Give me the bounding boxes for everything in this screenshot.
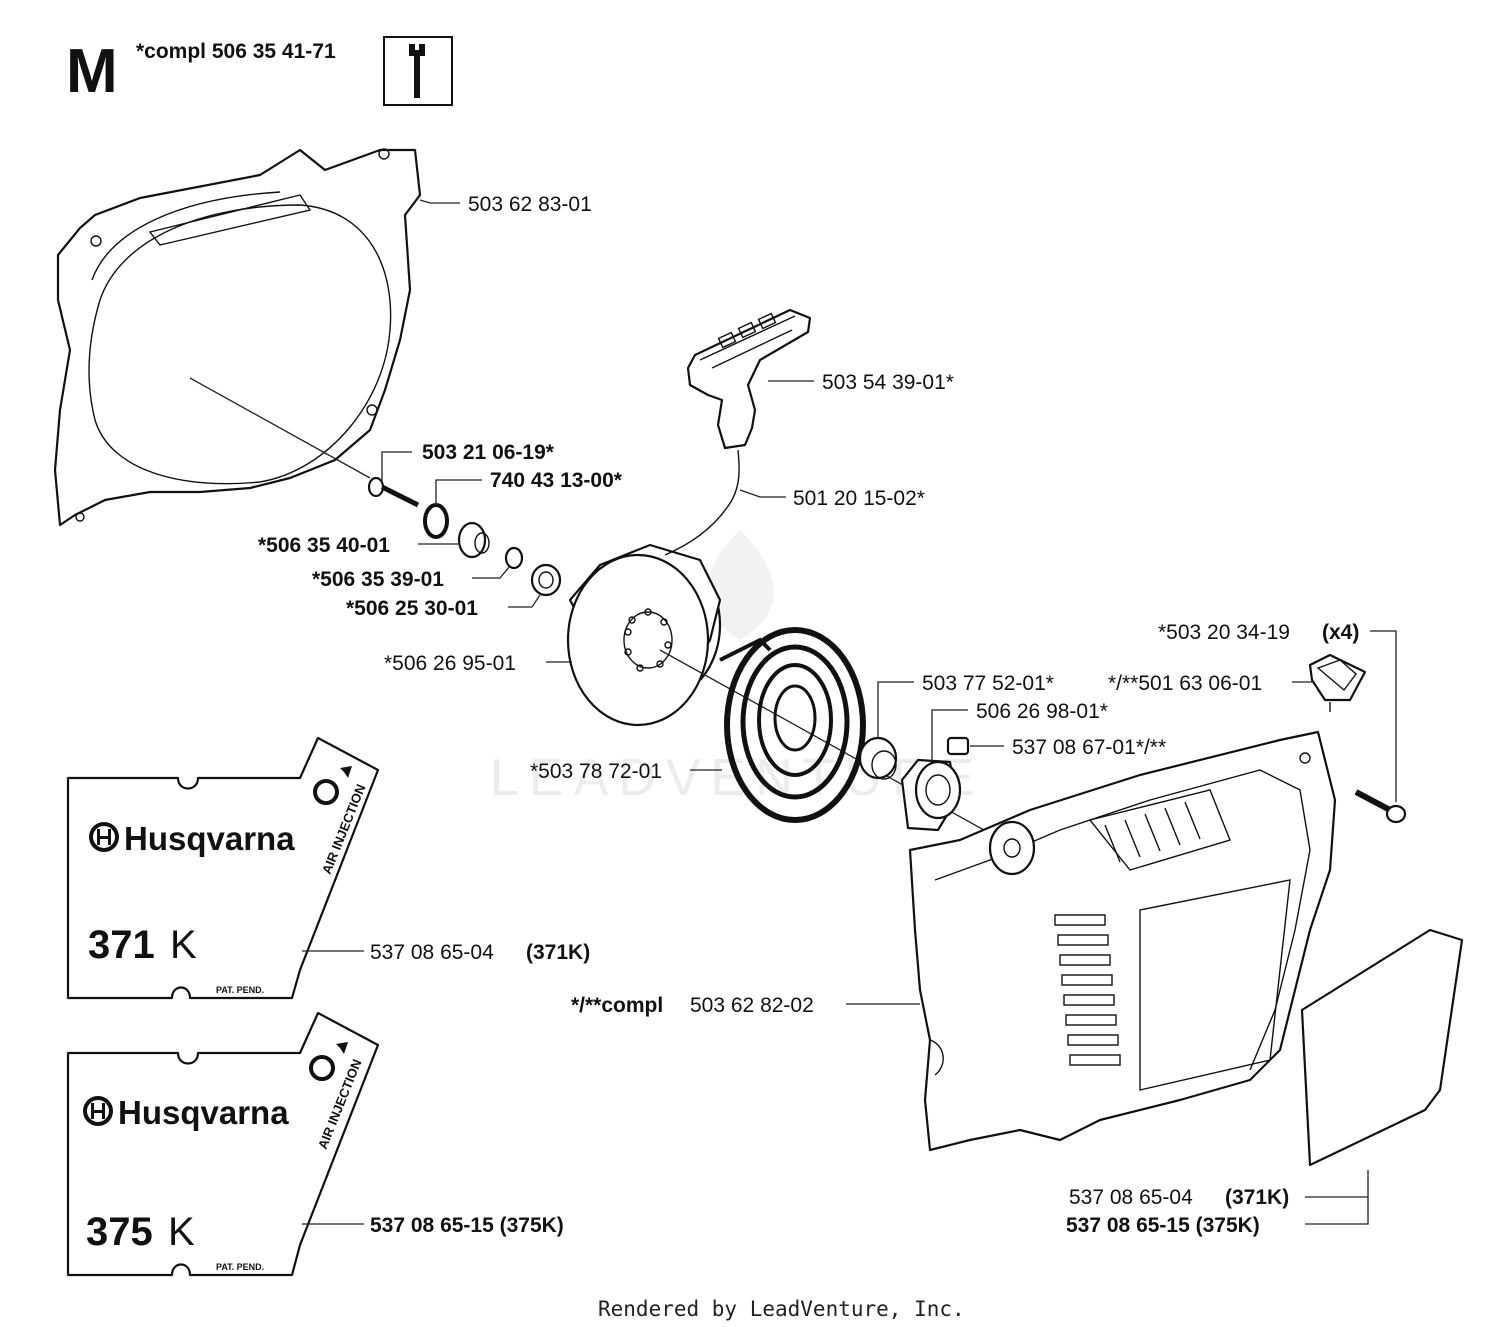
starter-handle-part — [686, 308, 812, 450]
callout-bushing: 503 77 52-01* — [877, 672, 1054, 738]
callout-washer-small: *506 35 39-01 — [312, 565, 511, 591]
ring-code: 740 43 13-00* — [490, 469, 623, 492]
callout-screws: *503 20 34-19 (x4) — [1158, 621, 1397, 802]
screws-qty: (x4) — [1322, 621, 1359, 644]
header: M *compl 506 35 41-71 — [66, 36, 453, 106]
decal-375-model: 375 — [86, 1210, 153, 1254]
callout-decal-371: 537 08 65-04 (371K) — [302, 941, 590, 964]
rope-code: 501 20 15-02* — [793, 487, 925, 510]
decal-371k: Husqvarna AIR INJECTION 371 K PAT. PEND. — [66, 736, 380, 1000]
callout-spring: *503 78 72-01 — [530, 760, 722, 783]
handle-code: 503 54 39-01* — [822, 371, 954, 394]
bushing-part — [858, 736, 898, 780]
decal-375-code: 537 08 65-15 (375K) — [370, 1214, 564, 1237]
callout-pin: 537 08 67-01*/** — [970, 736, 1166, 759]
air-injection-icon — [309, 1042, 348, 1081]
decal-371-note: PAT. PEND. — [216, 985, 264, 995]
pulley-part — [566, 543, 722, 727]
decal-375-note: PAT. PEND. — [216, 1262, 264, 1272]
washer-small-code: *506 35 39-01 — [312, 568, 444, 591]
main-axis — [659, 649, 1021, 851]
starter-cover-prefix: */**compl — [571, 994, 663, 1017]
fan-cover-axis — [189, 377, 371, 479]
decal-371-code: 537 08 65-04 — [370, 941, 494, 964]
bearing-code: 506 26 98-01* — [976, 700, 1108, 723]
cover-decal-part — [1300, 928, 1464, 1167]
washer-small-part — [504, 546, 524, 570]
decal-375k: Husqvarna AIR INJECTION 375 K PAT. PEND. — [66, 1011, 380, 1277]
decal-375-brand: Husqvarna — [118, 1094, 289, 1131]
callout-nut: *506 35 40-01 — [258, 534, 460, 557]
husqvarna-logo-icon — [89, 822, 119, 852]
sleeve-part — [530, 563, 562, 597]
nut-code: *506 35 40-01 — [258, 534, 390, 557]
screw-x4-part — [1354, 789, 1407, 824]
callout-handle: 503 54 39-01* — [768, 371, 954, 394]
screw-a-code: 503 21 06-19* — [422, 441, 555, 464]
sleeve-code: *506 25 30-01 — [346, 597, 478, 620]
callout-screw-a: 503 21 06-19* — [381, 441, 555, 482]
washer-stud-code: */**501 63 06-01 — [1108, 672, 1262, 695]
cover-washer-part — [988, 820, 1036, 876]
washer-stud-part — [1308, 653, 1367, 712]
decal-371-brand: Husqvarna — [124, 820, 295, 857]
bearing-part — [900, 758, 962, 832]
decal-371-suffix: K — [170, 923, 197, 967]
cover-decal-371-code: 537 08 65-04 — [1069, 1186, 1193, 1209]
pin-code: 537 08 67-01*/** — [1012, 736, 1166, 759]
bushing-code: 503 77 52-01* — [922, 672, 1054, 695]
callout-sleeve: *506 25 30-01 — [346, 594, 541, 620]
decal-371-model: 371 — [88, 923, 155, 967]
callout-pulley: *506 26 95-01 — [384, 652, 572, 675]
pulley-code: *506 26 95-01 — [384, 652, 516, 675]
screw-part — [367, 476, 420, 508]
footer-credit: Rendered by LeadVenture, Inc. — [598, 1297, 965, 1321]
starter-cover-code: 503 62 82-02 — [690, 994, 814, 1017]
callout-starter-cover: */**compl 503 62 82-02 — [571, 994, 920, 1017]
cover-decal-375-code: 537 08 65-15 (375K) — [1066, 1214, 1260, 1237]
spring-code: *503 78 72-01 — [530, 760, 662, 783]
fan-cover-part — [53, 148, 422, 527]
ring-part — [423, 503, 449, 539]
spring-part — [719, 627, 866, 823]
callout-ring: 740 43 13-00* — [435, 469, 623, 505]
husqvarna-logo-icon — [83, 1096, 113, 1126]
callout-fan-cover: 503 62 83-01 — [419, 193, 592, 216]
screws-code: *503 20 34-19 — [1158, 621, 1290, 644]
air-injection-icon — [313, 766, 352, 805]
assembly-label: *compl 506 35 41-71 — [136, 40, 336, 63]
section-letter: M — [66, 37, 118, 106]
callout-decal-375: 537 08 65-15 (375K) — [302, 1214, 564, 1237]
callout-rope: 501 20 15-02* — [739, 487, 925, 510]
pin-part — [946, 736, 970, 756]
callout-washer-stud: */**501 63 06-01 — [1108, 672, 1314, 695]
decal-375-suffix: K — [168, 1210, 195, 1254]
cover-decal-371-model: (371K) — [1225, 1186, 1289, 1209]
callout-cover-decals: 537 08 65-04 (371K) 537 08 65-15 (375K) — [1066, 1170, 1369, 1237]
nut-part — [457, 521, 490, 559]
rope-part — [664, 449, 740, 556]
fan-cover-code: 503 62 83-01 — [468, 193, 592, 216]
wrench-icon — [383, 36, 453, 106]
decal-371-model-label: (371K) — [526, 941, 590, 964]
callout-bearing: 506 26 98-01* — [931, 700, 1108, 762]
